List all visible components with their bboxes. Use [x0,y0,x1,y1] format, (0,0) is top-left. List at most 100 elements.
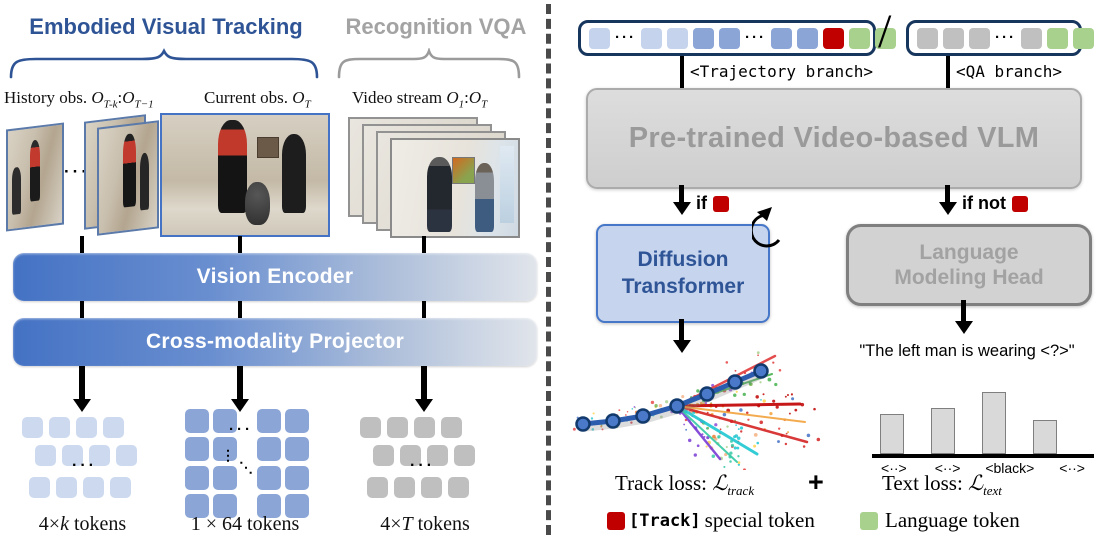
trajectory-token-sequence: ······ [578,20,896,56]
token-square [83,477,104,498]
history-frame-2-front [97,120,159,236]
token-square [185,466,209,490]
connector [946,56,950,88]
token-square [29,477,50,498]
history-ellipsis: ··· [64,162,90,181]
ellipsis: ··· [72,457,97,474]
vlm-box: Pre-trained Video-based VLM [586,88,1082,189]
projector-label: Cross-modality Projector [145,330,405,353]
count-text: 4× [380,513,402,535]
mini-bar [931,408,955,454]
token-square [285,466,309,490]
token-square [76,417,97,438]
connector [422,301,426,318]
video-token-grid: ··· [360,417,496,503]
token-square [110,477,131,498]
token-square [285,409,309,433]
loss-subscript: track [727,483,755,499]
token-green [849,27,870,49]
token-square [213,466,237,490]
token-square [373,445,394,466]
count-var: k [60,513,69,535]
arrow-shaft [679,185,684,203]
person-silhouette [12,166,21,216]
chart-axis [872,454,1094,458]
slash-separator: / [878,5,892,58]
category-label: <··> [934,460,961,476]
token-square [394,477,415,498]
text-loss: Text loss: ℒtext [882,471,1002,499]
token-square [185,494,209,518]
connector [238,301,242,318]
token-square [285,437,309,461]
history-obs-label: History obs. OT-k:OT−1 [4,88,154,110]
language-modeling-head-box: Language Modeling Head [846,224,1092,306]
language-token-legend: Language token [860,508,1020,533]
ellipsis: ··· [995,29,1016,46]
token-red [823,27,844,49]
math-o: O [446,88,459,107]
category-label: <··> [881,460,907,476]
tracked-person [218,119,247,214]
person-silhouette [29,139,41,202]
mini-bar [982,392,1006,454]
token-lb [589,27,610,49]
track-token-legend: [Track] special token [607,508,815,533]
history-frame-1 [6,122,64,232]
ellipsis: ··· [410,457,435,474]
token-square [116,445,137,466]
token-gray [969,27,990,49]
arrow-head [939,202,957,215]
token-square [185,409,209,433]
token-square [35,445,56,466]
mini-bar [1033,420,1057,454]
vision-encoder-label: Vision Encoder [196,265,354,288]
arrow-head [955,321,973,334]
math-o: O [468,88,482,107]
category-label: <··> [1059,460,1085,476]
connector [80,236,84,254]
token-green [875,27,896,49]
token-mb [771,27,792,49]
current-token-grid: ···⋮⋱ [185,409,311,519]
math-colon: : [464,88,469,107]
math-o: O [91,88,104,107]
video-stream-label: Video stream O1:OT [352,88,487,110]
trajectory-scatter-figure [572,351,821,470]
token-square [213,409,237,433]
math-sub: T [304,98,311,111]
loss-symbol: ℒ [712,471,728,495]
token-square [427,445,448,466]
video-stream-text: Video stream [352,88,447,107]
token-square [421,477,442,498]
token-green [1073,27,1094,49]
person-silhouette [139,152,149,211]
token-square [62,445,83,466]
token-mb [797,27,818,49]
trajectory-branch-label: <Trajectory branch> [690,62,874,81]
track-token-icon [1011,195,1028,212]
text-loss-label: Text loss: [882,471,963,495]
track-token-icon [713,195,729,212]
token-square [49,417,70,438]
math-sub: T [481,98,488,111]
math-sub: 1 [458,98,465,111]
token-square [56,477,77,498]
vlm-label: Pre-trained Video-based VLM [628,122,1040,154]
arrow-head [231,399,249,412]
gallery-painting [452,157,475,185]
token-square [285,494,309,518]
qa-branch-label: <QA branch> [956,62,1062,81]
language-token-desc: Language token [885,508,1020,532]
if-not-track-condition: if not [962,193,1028,214]
arrow-shaft [237,366,243,400]
tracking-brace [9,48,319,79]
math-o: O [122,88,135,107]
token-square [185,437,209,461]
qa-token-sequence: ··· [906,20,1094,56]
category-label: <black> [985,460,1035,476]
token-square [213,437,237,461]
count-text: tokens [412,513,470,535]
math-sub: T-k [103,98,118,111]
